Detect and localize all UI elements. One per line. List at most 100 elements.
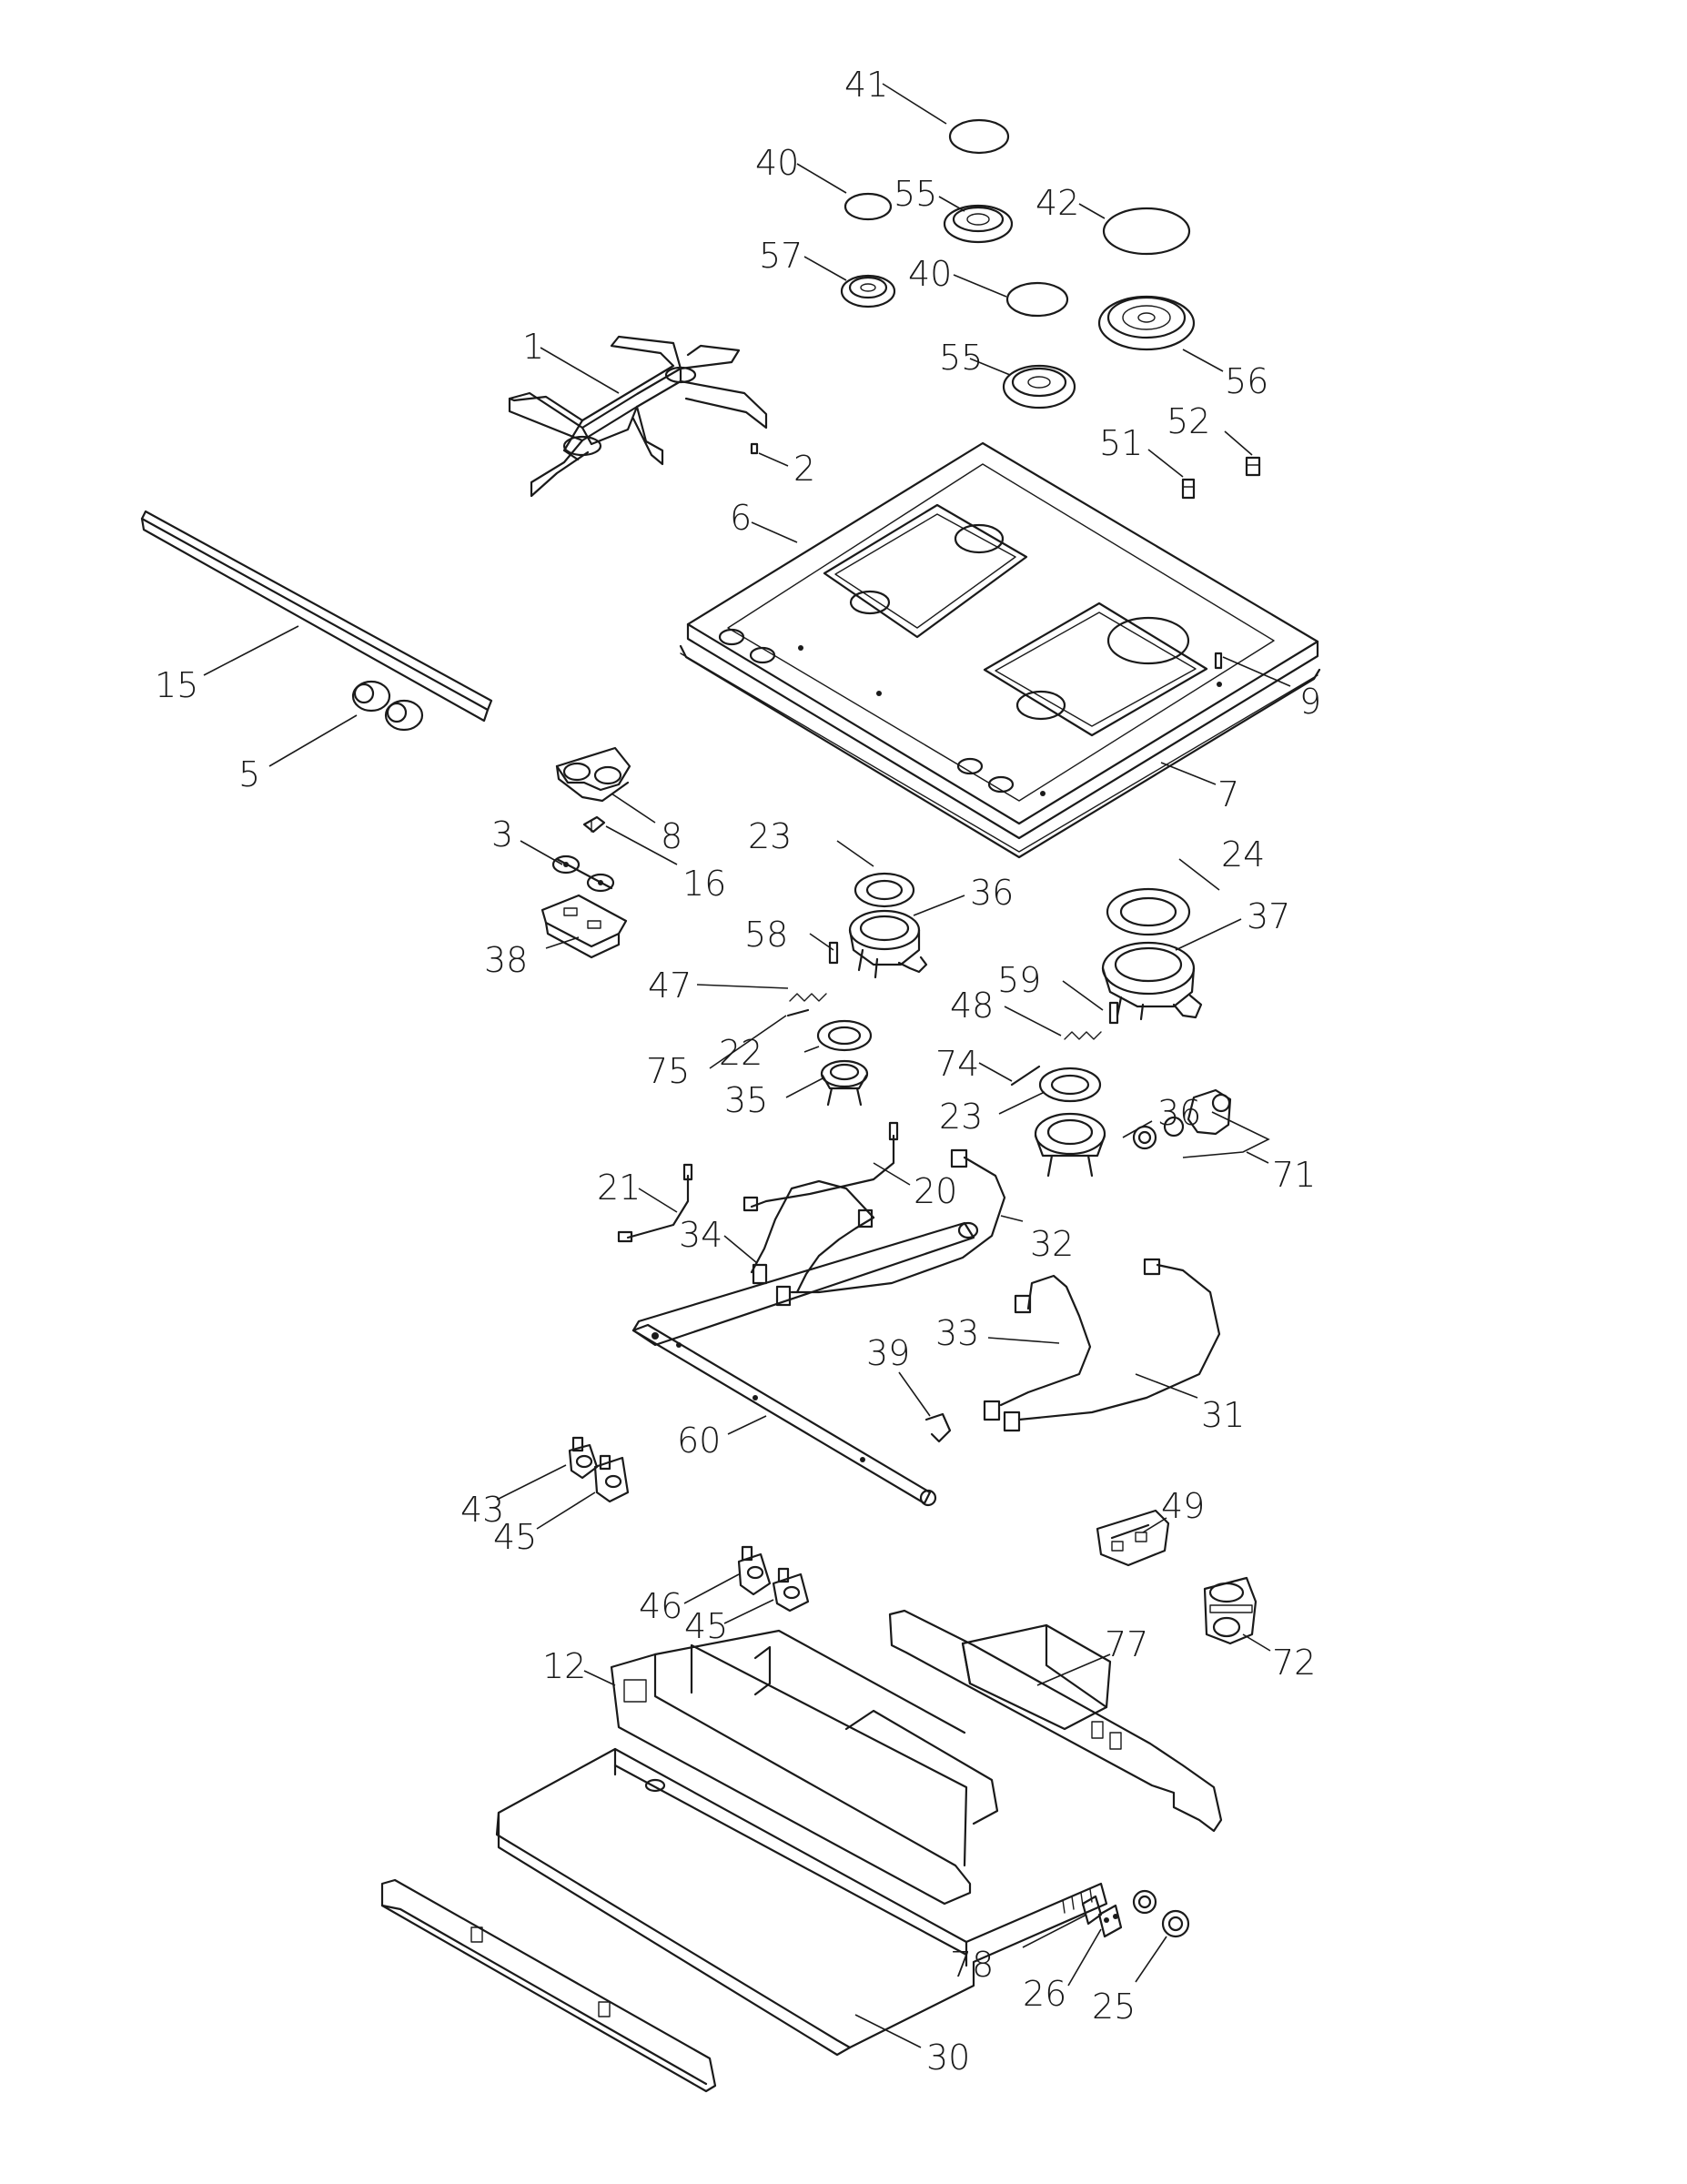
label-2: 2 bbox=[793, 449, 815, 489]
label-34: 34 bbox=[679, 1215, 722, 1255]
label-35: 35 bbox=[724, 1080, 768, 1120]
label-60: 60 bbox=[677, 1421, 721, 1461]
gas-tube-20 bbox=[742, 1121, 899, 1212]
hob-top-6 bbox=[686, 441, 1319, 840]
label-39: 39 bbox=[866, 1333, 910, 1373]
label-40: 40 bbox=[908, 254, 952, 294]
label-23: 23 bbox=[748, 816, 792, 856]
terminal-block-26 bbox=[1081, 1895, 1123, 1938]
burner-body-35 bbox=[820, 1059, 869, 1107]
label-31: 31 bbox=[1201, 1395, 1245, 1435]
label-15: 15 bbox=[155, 665, 198, 705]
pan-support-grid-1 bbox=[508, 335, 768, 498]
burner-body-37 bbox=[1101, 941, 1203, 1021]
label-22: 22 bbox=[719, 1033, 763, 1073]
switch-plate-3 bbox=[551, 854, 615, 893]
label-8: 8 bbox=[661, 816, 682, 856]
clamp-39 bbox=[924, 1412, 952, 1443]
label-45: 45 bbox=[684, 1606, 728, 1646]
valve-43 bbox=[568, 1436, 599, 1480]
ignition-lead-48 bbox=[1064, 1031, 1102, 1040]
label-55: 55 bbox=[894, 174, 937, 214]
label-32: 32 bbox=[1030, 1224, 1074, 1264]
burner-head-55-upper bbox=[943, 204, 1014, 244]
injector-52 bbox=[1245, 456, 1261, 477]
label-71: 71 bbox=[1272, 1155, 1316, 1195]
spark-generator-8 bbox=[555, 746, 631, 803]
label-12: 12 bbox=[542, 1646, 586, 1686]
connector-25 bbox=[1132, 1889, 1190, 1938]
injector-51 bbox=[1181, 478, 1196, 500]
label-9: 9 bbox=[1299, 682, 1321, 722]
control-knob-5 bbox=[351, 680, 424, 732]
label-3: 3 bbox=[491, 814, 513, 854]
side-bracket-77 bbox=[888, 1609, 1223, 1833]
label-51: 51 bbox=[1099, 423, 1143, 463]
label-1: 1 bbox=[522, 327, 544, 367]
elbow-fitting-71 bbox=[1132, 1088, 1232, 1150]
label-37: 37 bbox=[1247, 896, 1290, 936]
base-tray-30 bbox=[495, 1747, 1108, 2057]
gas-tube-34 bbox=[750, 1179, 875, 1307]
burner-head-56 bbox=[1097, 295, 1196, 351]
gas-tube-32 bbox=[790, 1148, 1006, 1294]
label-16: 16 bbox=[682, 864, 726, 904]
valve-45-left bbox=[593, 1454, 630, 1503]
label-46: 46 bbox=[639, 1586, 682, 1626]
label-6: 6 bbox=[730, 498, 752, 538]
ignition-lead-47 bbox=[789, 993, 827, 1002]
leader-lines bbox=[203, 83, 1291, 2048]
label-21: 21 bbox=[597, 1168, 641, 1208]
label-74: 74 bbox=[935, 1044, 979, 1084]
label-59: 59 bbox=[997, 960, 1041, 1000]
label-78: 78 bbox=[950, 1945, 994, 1985]
label-7: 7 bbox=[1217, 774, 1239, 814]
label-57: 57 bbox=[759, 236, 803, 276]
burner-cap-40-upper bbox=[844, 192, 893, 221]
label-58: 58 bbox=[744, 915, 788, 955]
valve-46 bbox=[737, 1545, 772, 1596]
label-49: 49 bbox=[1161, 1486, 1205, 1526]
gas-tube-33 bbox=[983, 1274, 1092, 1421]
flame-spreader-22 bbox=[816, 1019, 873, 1052]
valve-45-right bbox=[772, 1567, 810, 1613]
burner-cap-40-lower bbox=[1005, 281, 1069, 318]
burner-cap-42 bbox=[1102, 207, 1191, 256]
label-47: 47 bbox=[648, 966, 692, 1006]
label-5: 5 bbox=[238, 754, 260, 794]
clip-16 bbox=[582, 815, 606, 834]
rod-74 bbox=[1010, 1065, 1041, 1087]
part-labels: 41 40 55 42 57 40 1 55 56 52 51 2 6 15 9… bbox=[155, 65, 1321, 2078]
label-38: 38 bbox=[484, 940, 528, 980]
rod-75 bbox=[786, 1008, 810, 1017]
thermocouple-59 bbox=[1108, 1001, 1119, 1025]
label-77: 77 bbox=[1105, 1624, 1148, 1664]
label-36: 36 bbox=[1157, 1093, 1201, 1133]
gas-tube-21 bbox=[617, 1163, 693, 1243]
burner-body-36-upper bbox=[848, 909, 928, 979]
pressure-regulator-72 bbox=[1203, 1576, 1258, 1645]
label-55: 55 bbox=[939, 338, 983, 378]
flame-spreader-23-upper bbox=[854, 872, 915, 908]
label-42: 42 bbox=[1035, 183, 1079, 223]
label-26: 26 bbox=[1023, 1974, 1066, 2014]
screw-2 bbox=[750, 442, 759, 455]
label-30: 30 bbox=[926, 2037, 970, 2078]
label-24: 24 bbox=[1221, 834, 1265, 875]
front-panel-rail bbox=[380, 1878, 717, 2093]
label-52: 52 bbox=[1167, 401, 1210, 441]
thermocouple-58 bbox=[828, 941, 839, 965]
label-72: 72 bbox=[1272, 1643, 1316, 1683]
label-20: 20 bbox=[914, 1171, 957, 1211]
label-56: 56 bbox=[1225, 361, 1268, 401]
trim-strip-15 bbox=[140, 510, 493, 723]
bracket-38 bbox=[540, 894, 628, 959]
gasket-7 bbox=[679, 644, 1321, 859]
label-23: 23 bbox=[939, 1097, 983, 1137]
burner-cap-41 bbox=[948, 118, 1010, 155]
rear-panel-12 bbox=[610, 1629, 999, 1906]
label-33: 33 bbox=[935, 1313, 979, 1353]
label-75: 75 bbox=[646, 1051, 690, 1091]
label-43: 43 bbox=[460, 1490, 504, 1530]
